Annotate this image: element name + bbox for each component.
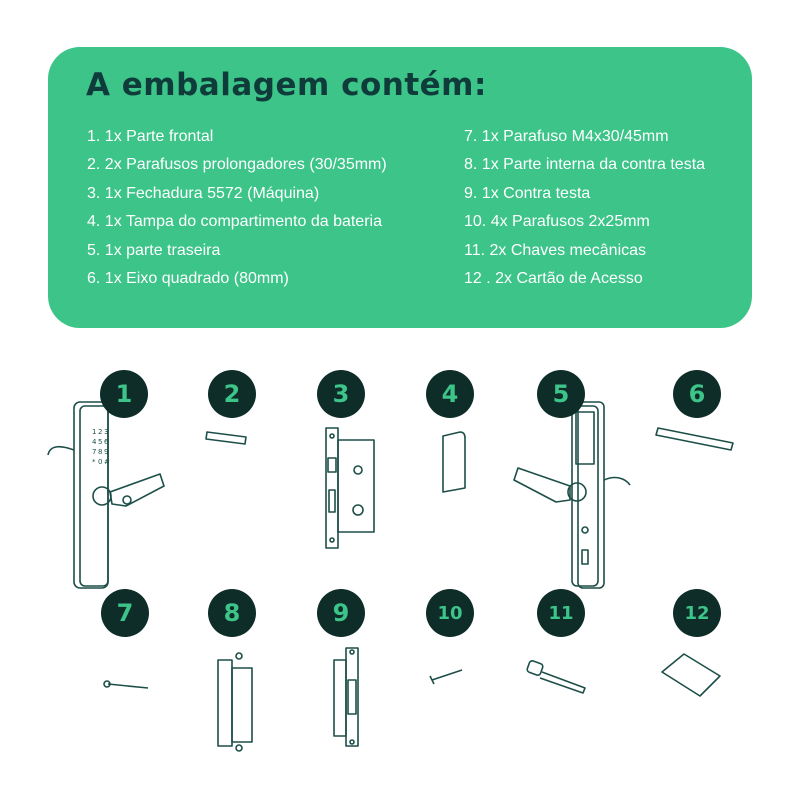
badge-9: 9 — [317, 589, 365, 637]
list-item: 11. 2x Chaves mecânicas — [464, 241, 647, 259]
strike-plate-illustration — [333, 647, 359, 747]
inner-strike-illustration — [217, 652, 253, 752]
list-item: 1. 1x Parte frontal — [87, 128, 214, 145]
contents-list-right: 7. 1x Parafuso M4x30/45mm 8. 1x Parte in… — [464, 127, 705, 297]
badge-4: 4 — [426, 370, 474, 418]
list-item: 7. 1x Parafuso M4x30/45mm — [464, 128, 669, 145]
badge-12: 12 — [673, 589, 721, 637]
badge-2: 2 — [208, 370, 256, 418]
contents-panel: A embalagem contém: 1. 1x Parte frontal … — [48, 47, 752, 328]
svg-text:7: 7 — [92, 448, 96, 456]
list-item: 4. 1x Tampa do compartimento da bateria — [87, 213, 382, 231]
svg-text:1: 1 — [92, 428, 96, 436]
svg-text:9: 9 — [104, 448, 108, 456]
list-item: 2. 2x Parafusos prolongadores (30/35mm) — [87, 156, 387, 174]
badge-7: 7 — [101, 589, 149, 637]
svg-text:6: 6 — [104, 438, 109, 446]
badge-6: 6 — [673, 370, 721, 418]
badge-8: 8 — [208, 589, 256, 637]
svg-text:2: 2 — [98, 428, 102, 436]
list-item: 12 . 2x Cartão de Acesso — [464, 269, 643, 287]
list-item: 9. 1x Contra testa — [464, 184, 591, 202]
panel-title: A embalagem contém: — [86, 67, 487, 103]
back-lock-illustration — [513, 401, 631, 589]
mortise-lock-illustration — [325, 427, 375, 549]
long-screw-illustration — [103, 680, 149, 689]
extension-screw-illustration — [205, 431, 247, 445]
square-axis-illustration — [655, 427, 734, 451]
badge-1: 1 — [100, 370, 148, 418]
svg-text:#: # — [104, 458, 110, 466]
list-item: 10. 4x Parafusos 2x25mm — [464, 213, 650, 231]
svg-text:*: * — [92, 458, 96, 466]
access-card-illustration — [661, 653, 721, 697]
list-item: 5. 1x parte traseira — [87, 241, 221, 259]
badge-5: 5 — [537, 370, 585, 418]
badge-11: 11 — [537, 589, 585, 637]
svg-text:8: 8 — [98, 448, 102, 456]
battery-cover-illustration — [442, 431, 466, 493]
list-item: 8. 1x Parte interna da contra testa — [464, 156, 706, 174]
svg-text:5: 5 — [98, 438, 102, 446]
badge-10: 10 — [426, 589, 474, 637]
list-item: 3. 1x Fechadura 5572 (Máquina) — [87, 184, 320, 202]
key-illustration — [526, 660, 586, 694]
badge-3: 3 — [317, 370, 365, 418]
small-screw-illustration — [429, 669, 463, 685]
svg-text:0: 0 — [98, 458, 102, 466]
svg-text:3: 3 — [104, 428, 108, 436]
svg-text:4: 4 — [92, 438, 97, 446]
contents-list-left: 1. 1x Parte frontal 2. 2x Parafusos prol… — [87, 127, 387, 297]
list-item: 6. 1x Eixo quadrado (80mm) — [87, 269, 289, 287]
